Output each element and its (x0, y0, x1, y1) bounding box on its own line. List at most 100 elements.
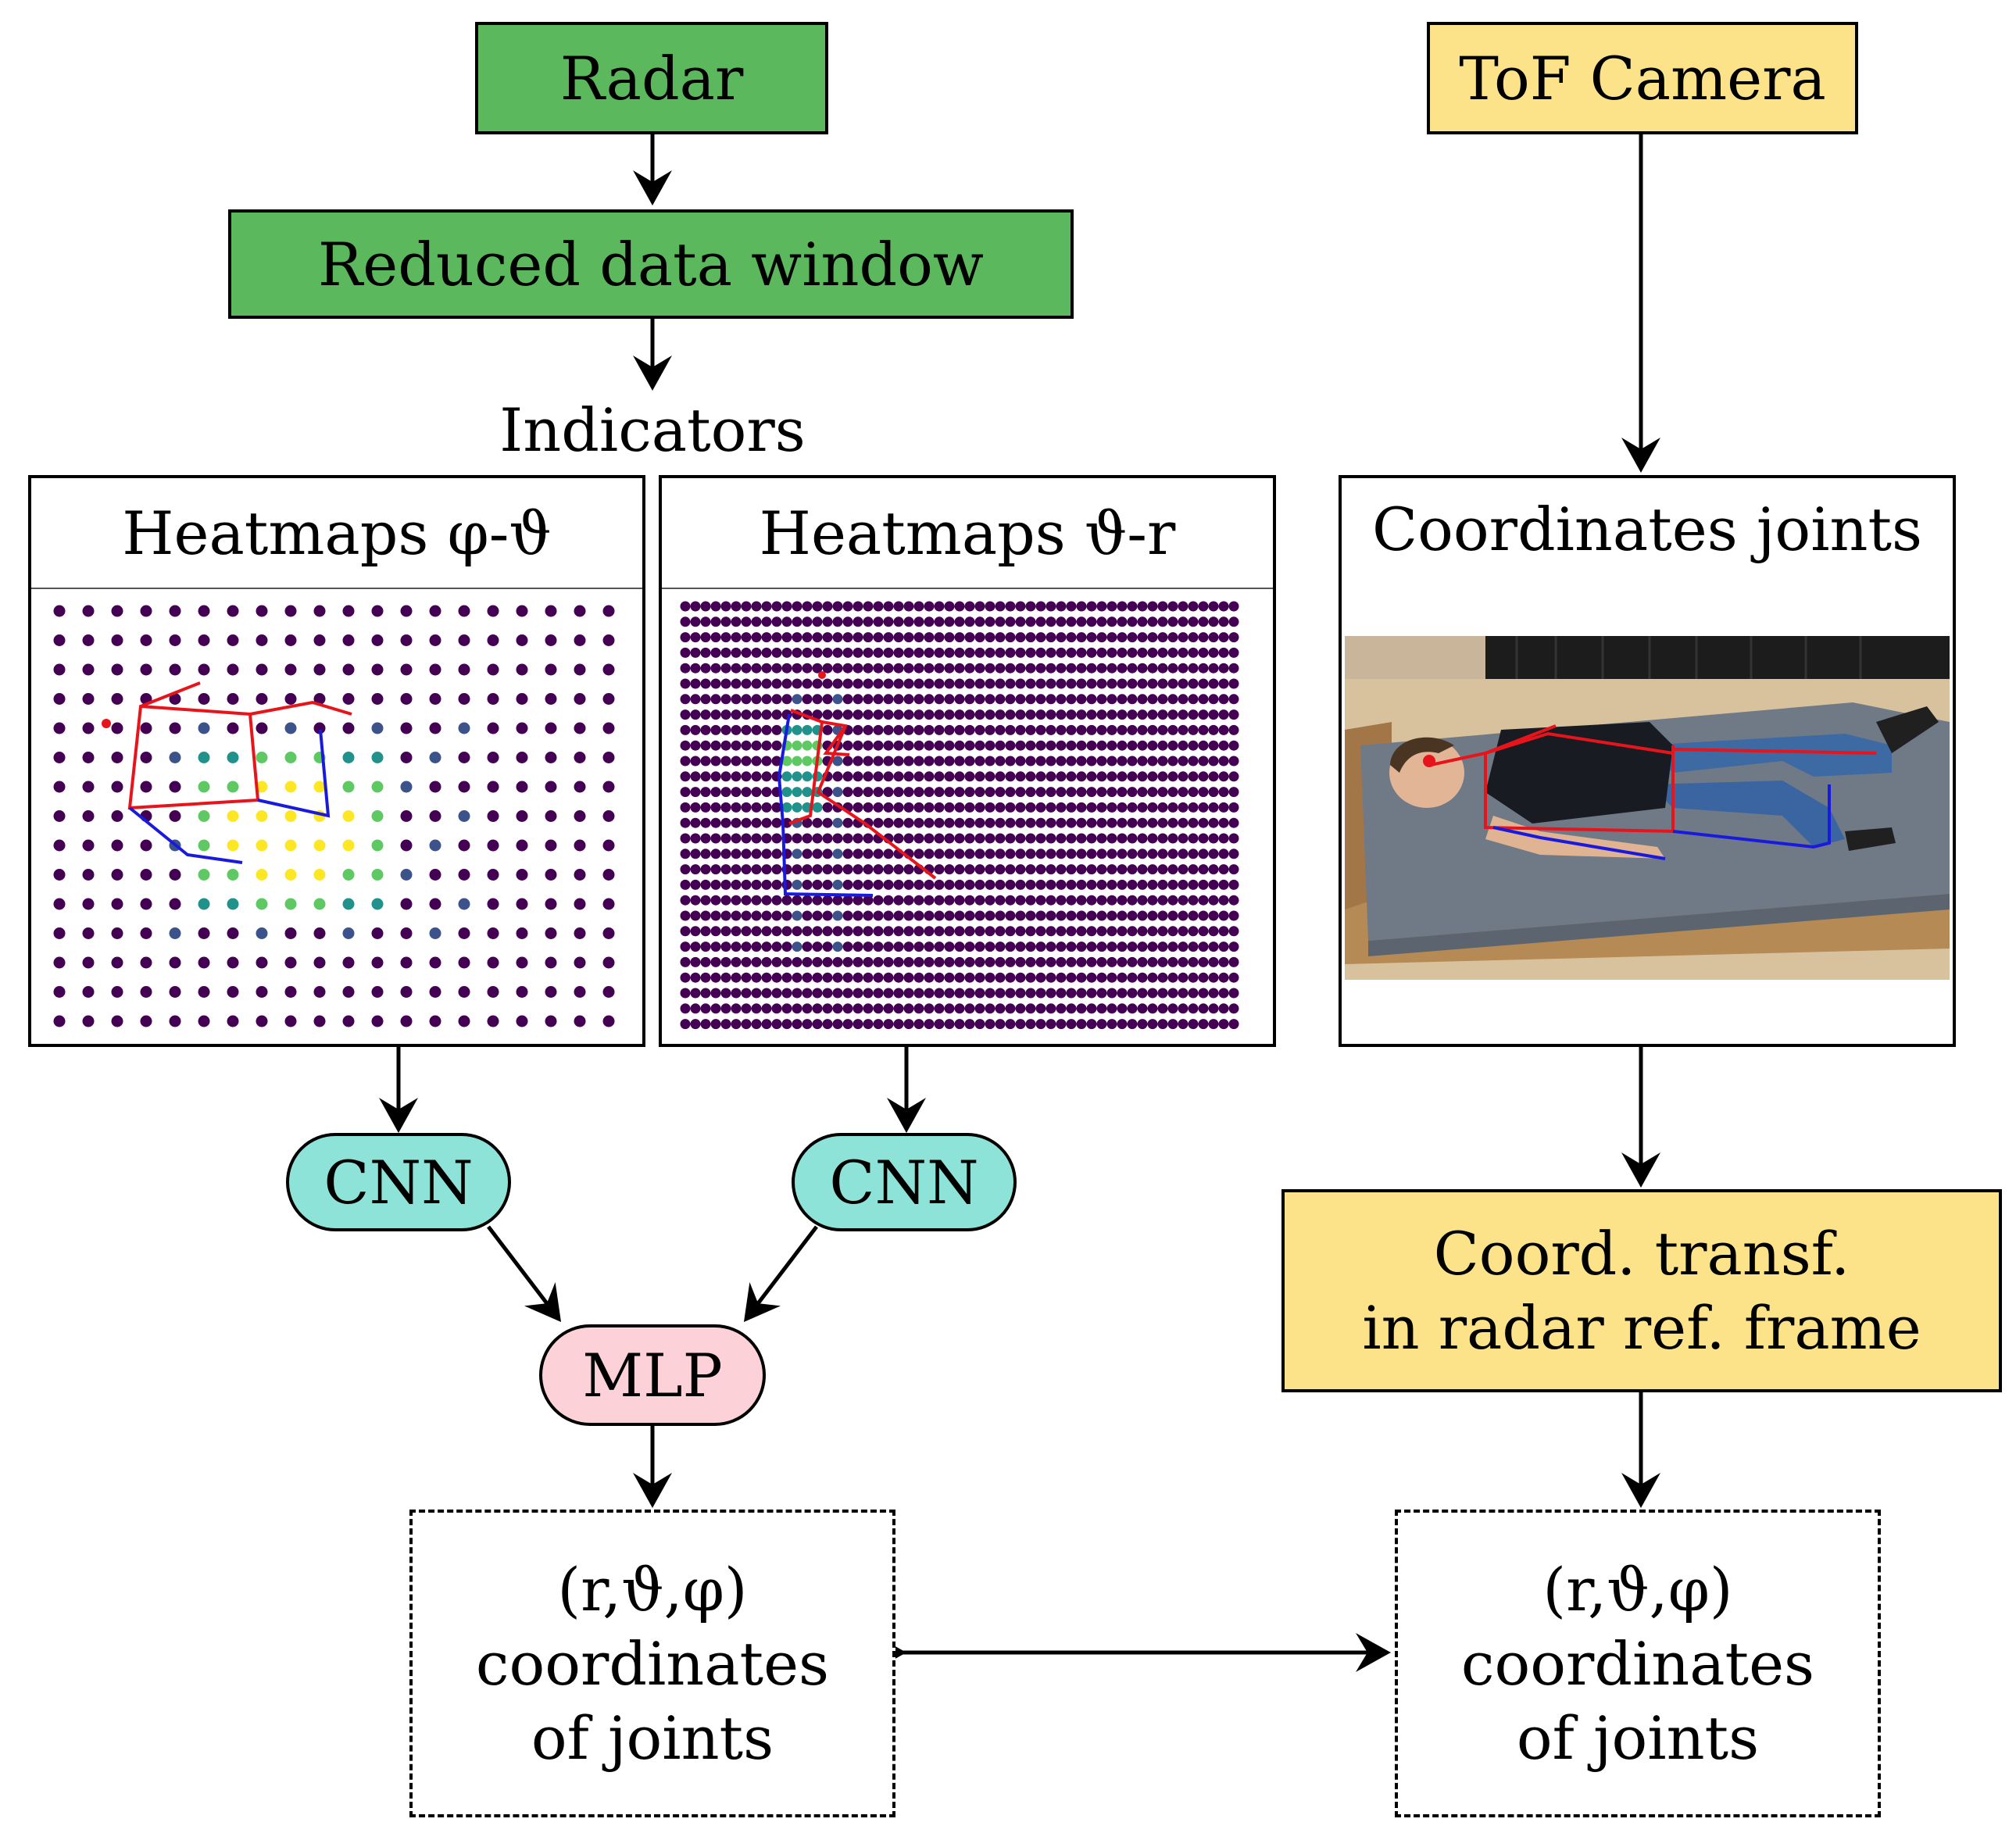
heatmap-cell (761, 1019, 772, 1030)
heatmap-cell (1188, 1003, 1199, 1014)
heatmap-cell (1005, 802, 1016, 813)
heatmap-cell (700, 802, 711, 813)
heatmap-cell (995, 756, 1006, 766)
heatmap-cell (812, 632, 823, 643)
heatmap-cell (140, 869, 152, 881)
heatmap-cell (710, 756, 721, 766)
heatmap-cell (913, 724, 924, 735)
mlp-label: MLP (582, 1340, 723, 1410)
heatmap-cell (1167, 956, 1178, 967)
heatmap-cell (1167, 756, 1178, 766)
heatmap-cell (1137, 895, 1148, 906)
heatmap-cell (313, 781, 326, 793)
heatmap-cell (995, 647, 1006, 658)
heatmap-cell (1157, 910, 1168, 921)
heatmap-cell (1106, 926, 1117, 937)
heatmap-cell (700, 972, 711, 983)
heatmap-cell (883, 988, 894, 999)
heatmap-cell (256, 605, 268, 617)
heatmap-cell (1076, 756, 1087, 766)
heatmap-cell (53, 898, 66, 910)
heatmap-cell (1218, 910, 1229, 921)
heatmap-cell (761, 756, 772, 766)
heatmap-cell (516, 869, 528, 881)
heatmap-cell (781, 926, 792, 937)
output-left-line3: of joints (531, 1703, 774, 1773)
heatmap-cell (944, 787, 955, 798)
heatmap-cell (974, 663, 985, 674)
heatmap-cell (1167, 709, 1178, 720)
heatmap-cell (1127, 678, 1138, 689)
heatmap-cell (1015, 879, 1026, 890)
heatmap-cell (1076, 802, 1087, 813)
heatmap-cell (342, 722, 355, 734)
heatmap-cell (1066, 833, 1077, 844)
heatmap-cell (863, 632, 874, 643)
tof-camera-box: ToF Camera (1427, 22, 1858, 134)
heatmap-cell (751, 678, 762, 689)
heatmap-cell (53, 722, 66, 734)
heatmap-cell (516, 810, 528, 822)
heatmap-cell (792, 616, 802, 627)
heatmap-cell (256, 693, 268, 705)
heatmap-cell (1015, 678, 1026, 689)
heatmap-cell (710, 632, 721, 643)
heatmap-cell (1178, 1019, 1189, 1030)
heatmap-cell (140, 927, 152, 939)
heatmap-cell (198, 752, 210, 763)
heatmap-cell (944, 756, 955, 766)
heatmap-cell (1137, 849, 1148, 859)
heatmap-cell (1127, 1019, 1138, 1030)
heatmap-cell (1056, 740, 1067, 751)
heatmap-cell (731, 1019, 742, 1030)
heatmap-cell (751, 1019, 762, 1030)
heatmap-cell (741, 1019, 752, 1030)
heatmap-cell (741, 787, 752, 798)
heatmap-cell (781, 663, 792, 674)
heatmap-cell (371, 956, 384, 969)
heatmap-cell (1035, 771, 1046, 782)
heatmap-cell (1086, 694, 1097, 705)
heatmap-cell (751, 616, 762, 627)
heatmap-cell (1208, 678, 1219, 689)
heatmap-cell (545, 898, 557, 910)
heatmap-cell (934, 864, 945, 875)
heatmap-cell (1076, 817, 1087, 828)
heatmap-cell (1208, 956, 1219, 967)
heatmap-cell (140, 605, 152, 617)
heatmap-cell (822, 1019, 833, 1030)
heatmap-cell (832, 1003, 843, 1014)
heatmap-cell (1056, 833, 1067, 844)
heatmap-cell (771, 988, 782, 999)
heatmap-cell (710, 616, 721, 627)
heatmap-cell (924, 740, 935, 751)
heatmap-cell (863, 787, 874, 798)
heatmap-cell (913, 756, 924, 766)
heatmap-cell (1015, 709, 1026, 720)
heatmap-cell (371, 752, 384, 763)
heatmap-cell (781, 1003, 792, 1014)
heatmap-cell (781, 756, 792, 766)
heatmap-cell (82, 752, 95, 763)
heatmap-cell (761, 724, 772, 735)
heatmap-cell (944, 956, 955, 967)
heatmap-cell (883, 1019, 894, 1030)
heatmap-cell (761, 956, 772, 967)
heatmap-cell (429, 927, 441, 939)
heatmap-cell (913, 817, 924, 828)
heatmap-cell (1198, 849, 1209, 859)
heatmap-cell (720, 988, 731, 999)
heatmap-cell (802, 833, 813, 844)
heatmap-cell (934, 647, 945, 658)
heatmap-cell (873, 802, 884, 813)
heatmap-cell (1117, 833, 1128, 844)
heatmap-cell (1157, 647, 1168, 658)
heatmap-cell (710, 879, 721, 890)
heatmap-cell (1188, 616, 1199, 627)
heatmap-cell (1106, 956, 1117, 967)
heatmap-cell (731, 663, 742, 674)
heatmap-cell (771, 740, 782, 751)
heatmap-cell (924, 879, 935, 890)
heatmap-cell (371, 722, 384, 734)
heatmap-cell (1228, 1003, 1239, 1014)
